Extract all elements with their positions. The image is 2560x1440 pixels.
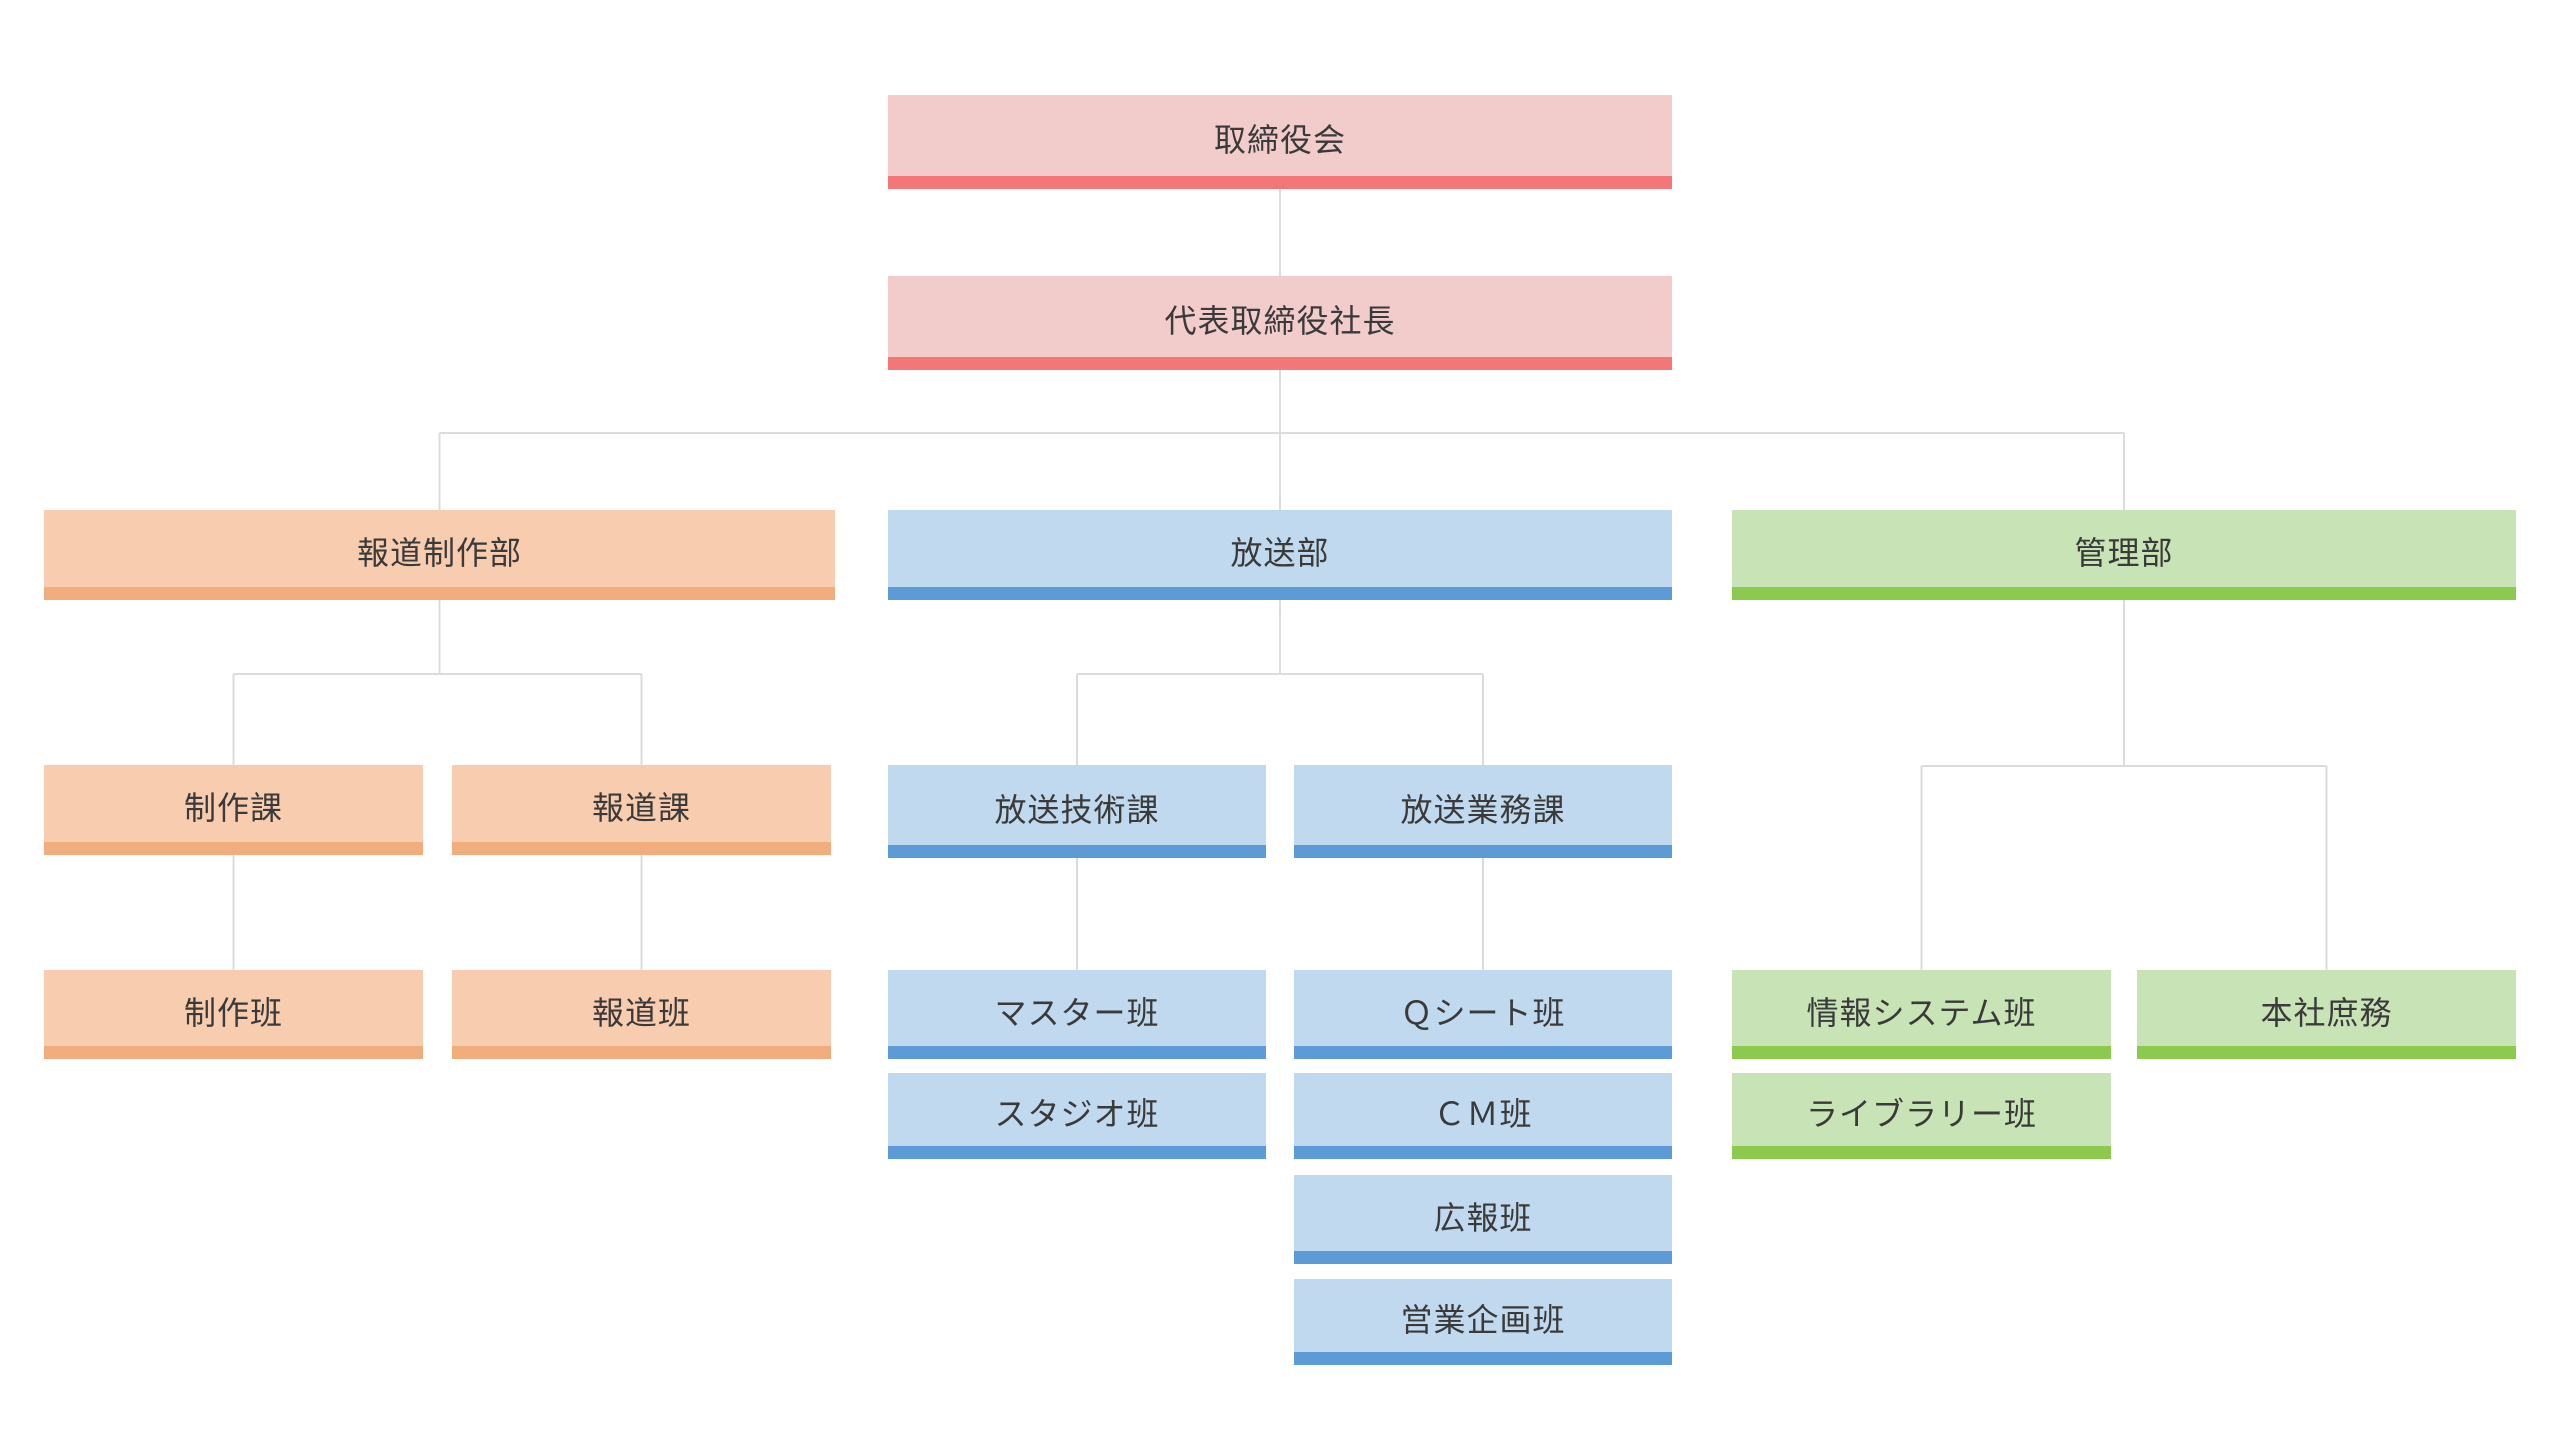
node-label: 代表取締役社長 (1164, 302, 1396, 340)
node-label: 報道課 (591, 789, 691, 827)
node-studio-team: スタジオ班 (888, 1073, 1266, 1159)
accent-bar (1294, 1352, 1672, 1365)
accent-bar (44, 1046, 423, 1059)
node-label: 営業企画班 (1400, 1301, 1566, 1339)
node-cm-team: ＣＭ班 (1294, 1073, 1672, 1159)
node-label: 放送業務課 (1400, 790, 1566, 829)
node-label: 報道制作部 (356, 534, 522, 572)
node-label: マスター班 (994, 993, 1160, 1032)
node-board-of-directors: 取締役会 (888, 95, 1672, 189)
accent-bar (1294, 1046, 1672, 1059)
node-broadcasting-dept: 放送部 (888, 510, 1672, 600)
accent-bar (452, 1046, 831, 1059)
node-master-team: マスター班 (888, 970, 1266, 1059)
node-label: 情報システム班 (1806, 993, 2037, 1032)
node-label: ＣＭ班 (1433, 1095, 1533, 1133)
node-label: スタジオ班 (994, 1095, 1160, 1133)
node-library-team: ライブラリー班 (1732, 1073, 2111, 1159)
accent-bar (888, 1146, 1266, 1159)
accent-bar (44, 587, 835, 600)
node-pr-team: 広報班 (1294, 1175, 1672, 1264)
node-general-affairs: 本社庶務 (2137, 970, 2516, 1059)
node-label: 報道班 (591, 993, 691, 1032)
accent-bar (888, 357, 1672, 370)
node-label: 本社庶務 (2260, 993, 2393, 1032)
accent-bar (888, 176, 1672, 189)
node-label: ライブラリー班 (1805, 1095, 2037, 1133)
accent-bar (1294, 845, 1672, 858)
node-label: 制作課 (183, 789, 283, 827)
accent-bar (1294, 1251, 1672, 1264)
node-qsheet-team: Ｑシート班 (1294, 970, 1672, 1059)
node-label: 放送部 (1230, 534, 1330, 572)
node-label: 管理部 (2074, 534, 2174, 572)
accent-bar (44, 842, 423, 855)
node-news-production-dept: 報道制作部 (44, 510, 835, 600)
accent-bar (2137, 1046, 2516, 1059)
accent-bar (1294, 1146, 1672, 1159)
accent-bar (1732, 587, 2516, 600)
node-production-section: 制作課 (44, 765, 423, 855)
node-info-systems-team: 情報システム班 (1732, 970, 2111, 1059)
node-management-dept: 管理部 (1732, 510, 2516, 600)
node-sales-planning-team: 営業企画班 (1294, 1279, 1672, 1365)
node-label: 放送技術課 (994, 790, 1160, 829)
node-label: 取締役会 (1213, 121, 1346, 159)
accent-bar (888, 587, 1672, 600)
node-news-team: 報道班 (452, 970, 831, 1059)
node-label: 広報班 (1433, 1198, 1533, 1237)
node-broadcast-ops-section: 放送業務課 (1294, 765, 1672, 858)
accent-bar (1732, 1046, 2111, 1059)
node-production-team: 制作班 (44, 970, 423, 1059)
accent-bar (1732, 1146, 2111, 1159)
accent-bar (888, 845, 1266, 858)
node-news-section: 報道課 (452, 765, 831, 855)
node-president: 代表取締役社長 (888, 276, 1672, 370)
node-broadcast-tech-section: 放送技術課 (888, 765, 1266, 858)
accent-bar (452, 842, 831, 855)
node-label: Ｑシート班 (1400, 993, 1566, 1032)
node-label: 制作班 (183, 993, 283, 1032)
accent-bar (888, 1046, 1266, 1059)
